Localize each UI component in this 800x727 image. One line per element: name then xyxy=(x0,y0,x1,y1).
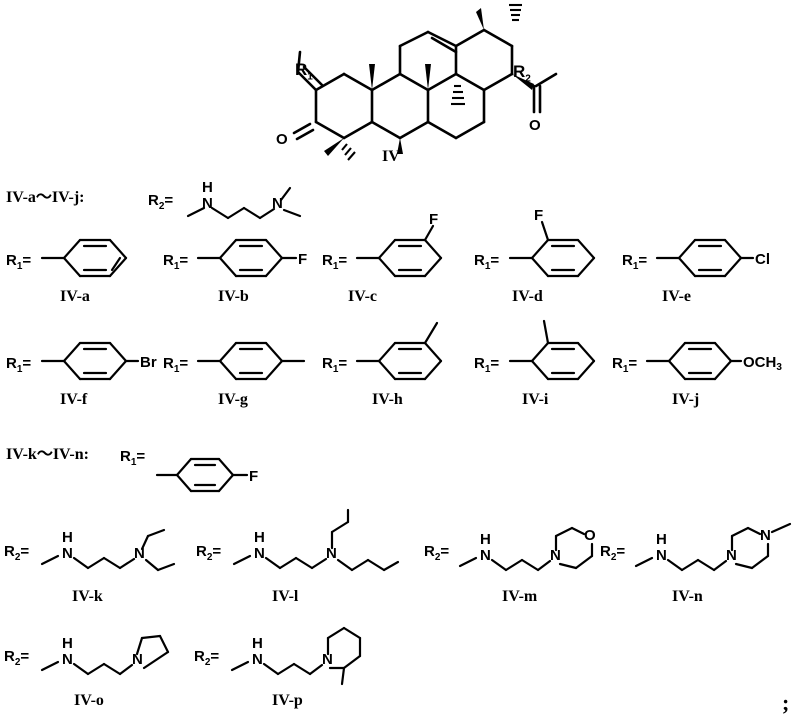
substituent-label-section-kn: F xyxy=(249,468,258,485)
piperazine-nitrogen1-IV-n: N xyxy=(726,547,737,564)
amide-nitrogen-IV-o: N xyxy=(62,651,73,668)
r2-prefix-IV-n: R2= xyxy=(600,543,626,563)
r2-prefix-IV-k: R2= xyxy=(4,543,30,563)
core-r2-label: R2 xyxy=(513,62,531,85)
compound-label-IV-a: IV-a xyxy=(60,288,90,305)
core-r1-label: R1 xyxy=(295,60,313,83)
piperidine-nitrogen-IV-p: N xyxy=(322,651,333,668)
compound-label-IV-p: IV-p xyxy=(272,692,303,709)
section-aj-r2-structure: N H N xyxy=(186,168,306,224)
amide-nitrogen-IV-p: N xyxy=(252,651,263,668)
structure-IV-m: N H N O xyxy=(458,512,608,582)
pyrrolidine-nitrogen-IV-o: N xyxy=(132,651,143,668)
amide-hydrogen-IV-o: H xyxy=(62,635,73,652)
compound-label-IV-b: IV-b xyxy=(218,288,249,305)
compound-label-IV-i: IV-i xyxy=(522,391,549,408)
amide-nitrogen-IV-k: N xyxy=(62,545,73,562)
r1-prefix-IV-b: R1= xyxy=(163,252,189,272)
compound-label-IV-d: IV-d xyxy=(512,288,543,305)
section-kn-r1-structure: F xyxy=(155,451,285,497)
dimethylamino-nitrogen-label: N xyxy=(272,195,283,212)
substituent-label-IV-c: F xyxy=(429,211,438,228)
r2-prefix-IV-p: R2= xyxy=(194,648,220,668)
amide-hydrogen-IV-n: H xyxy=(656,531,667,548)
compound-label-IV-h: IV-h xyxy=(372,391,403,408)
r1-prefix-IV-i: R1= xyxy=(474,355,500,375)
amine-nitrogen-label: N xyxy=(202,195,213,212)
compound-label-IV-f: IV-f xyxy=(60,391,88,408)
structure-IV-l: N H N xyxy=(232,508,402,580)
structure-IV-j: OCH3 xyxy=(645,331,800,389)
compound-label-IV-e: IV-e xyxy=(662,288,692,305)
compound-label-IV-l: IV-l xyxy=(272,588,299,605)
r1-prefix-IV-f: R1= xyxy=(6,355,32,375)
amide-nitrogen-IV-l: N xyxy=(254,545,265,562)
r2-prefix-IV-m: R2= xyxy=(424,543,450,563)
r1-prefix-IV-g: R1= xyxy=(163,355,189,375)
structure-IV-f: Br xyxy=(40,331,180,389)
amide-nitrogen-IV-n: N xyxy=(656,547,667,564)
amide-hydrogen-IV-k: H xyxy=(62,529,73,546)
r1-prefix-IV-c: R1= xyxy=(322,252,348,272)
morpholine-oxygen-IV-m: O xyxy=(584,527,596,544)
substituent-label-IV-j: OCH3 xyxy=(743,354,782,373)
structure-IV-n: N H N N xyxy=(634,508,800,582)
structure-IV-a xyxy=(40,228,150,286)
substituent-label-IV-e: Cl xyxy=(755,251,770,268)
amine-hydrogen-label: H xyxy=(202,179,213,196)
structure-IV-b: F xyxy=(196,228,326,286)
section-aj-r2-prefix: R2= xyxy=(148,192,174,212)
section-label-k-n: IV-k～IV-n: xyxy=(6,446,89,463)
r1-prefix-IV-h: R1= xyxy=(322,355,348,375)
structure-IV-d: F xyxy=(508,207,628,286)
amide-nitrogen-IV-m: N xyxy=(480,547,491,564)
r1-prefix-IV-a: R1= xyxy=(6,252,32,272)
core-skeleton-svg: O xyxy=(276,3,558,161)
compound-label-IV-o: IV-o xyxy=(74,692,104,709)
compound-label-IV-k: IV-k xyxy=(72,588,103,605)
r1-prefix-IV-e: R1= xyxy=(622,252,648,272)
structure-IV-h xyxy=(355,317,475,389)
structure-IV-c: F xyxy=(355,211,475,286)
r1-prefix-IV-d: R1= xyxy=(474,252,500,272)
amide-hydrogen-IV-p: H xyxy=(252,635,263,652)
core-compound-id: IV xyxy=(382,148,400,165)
compound-label-IV-j: IV-j xyxy=(672,391,700,408)
r2-prefix-IV-o: R2= xyxy=(4,648,30,668)
substituent-label-IV-b: F xyxy=(298,251,307,268)
compound-label-IV-c: IV-c xyxy=(348,288,378,305)
substituent-label-IV-f: Br xyxy=(140,354,157,371)
morpholine-nitrogen-IV-m: N xyxy=(550,547,561,564)
piperazine-nitrogen2-IV-n: N xyxy=(760,527,771,544)
core-structure-IV: O xyxy=(268,2,568,161)
section-kn-r1-prefix: R1= xyxy=(120,448,146,468)
trailing-punctuation: ; xyxy=(782,690,790,715)
structure-IV-o: N H N xyxy=(40,618,180,684)
compound-label-IV-n: IV-n xyxy=(672,588,703,605)
core-ketone-oxygen: O xyxy=(276,131,288,148)
structure-IV-g xyxy=(196,331,321,389)
structure-IV-e: Cl xyxy=(655,228,795,286)
amide-hydrogen-IV-m: H xyxy=(480,531,491,548)
core-hashed-methyls xyxy=(341,3,522,161)
core-amide-oxygen: O xyxy=(529,117,541,134)
r2-prefix-IV-l: R2= xyxy=(196,543,222,563)
compound-label-IV-g: IV-g xyxy=(218,391,248,408)
structure-IV-i xyxy=(508,317,628,389)
structure-IV-p: N H N xyxy=(230,612,380,688)
amide-hydrogen-IV-l: H xyxy=(254,529,265,546)
tertiary-nitrogen-IV-k: N xyxy=(134,545,145,562)
r1-prefix-IV-j: R1= xyxy=(612,355,638,375)
structure-IV-k: N H N xyxy=(40,516,180,578)
substituent-label-IV-d: F xyxy=(534,207,543,224)
compound-label-IV-m: IV-m xyxy=(502,588,538,605)
tertiary-nitrogen-IV-l: N xyxy=(326,545,337,562)
section-label-a-j: IV-a～IV-j: xyxy=(6,189,85,206)
